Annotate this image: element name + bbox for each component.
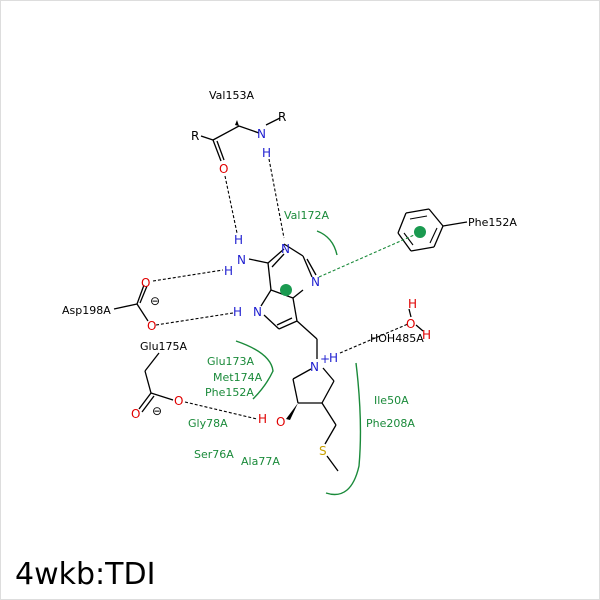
atom-charge-glu175: ⊖	[152, 404, 162, 418]
ring-centroid-phe152	[414, 226, 426, 238]
atom-s: S	[319, 444, 327, 458]
atom-h-water-2: H	[422, 328, 431, 342]
residue-ala77: Ala77A	[241, 455, 280, 468]
diagram-title: 4wkb:TDI	[15, 557, 155, 592]
hydrophobic-arcs	[235, 230, 362, 496]
residue-ile50: Ile50A	[374, 394, 409, 407]
residue-phe152-top: Phe152A	[468, 216, 517, 229]
atom-n-amine: N	[237, 253, 246, 267]
atom-n-val153: N	[257, 127, 266, 141]
atom-o-asp198-2: O	[147, 319, 156, 333]
residue-hoh485: HOH485A	[370, 332, 424, 345]
residue-ser76: Ser76A	[194, 448, 234, 461]
ring-centroid-ligand	[280, 284, 292, 296]
phe152-aromatic-ring	[403, 215, 438, 246]
residue-met174: Met174A	[213, 371, 263, 384]
residue-asp198: Asp198A	[62, 304, 111, 317]
wedge-bond-val153	[235, 120, 239, 126]
hydrogen-bonds	[152, 158, 409, 420]
atom-h-pyrrole: H	[233, 305, 242, 319]
residue-gly78: Gly78A	[188, 417, 228, 430]
wedge-bond-oh	[286, 403, 298, 420]
atom-r-val153-n: R	[278, 110, 286, 124]
residue-val172: Val172A	[284, 209, 329, 222]
residue-glu173: Glu173A	[207, 355, 255, 368]
atom-o-glu175-1: O	[131, 407, 140, 421]
atom-h-water-1: H	[408, 297, 417, 311]
atom-n-pyrrole: N	[253, 305, 262, 319]
atom-o-asp198-1: O	[141, 276, 150, 290]
residue-glu175: Glu175A	[140, 340, 188, 353]
atom-n1: N	[281, 242, 290, 256]
atom-plus-charge: +	[320, 352, 330, 366]
atom-r-val153: R	[191, 129, 199, 143]
atom-n2: N	[311, 275, 320, 289]
atom-o-glu175-2: O	[174, 394, 183, 408]
residue-phe208: Phe208A	[366, 417, 415, 430]
atom-o-hydroxyl: O	[276, 415, 285, 429]
residue-val153: Val153A	[209, 89, 254, 102]
atom-h-hydroxyl: H	[258, 412, 267, 426]
pi-stacking-line	[318, 231, 422, 278]
ligand-bonds	[113, 117, 468, 472]
atom-n-pyrrolidinium: N	[310, 360, 319, 374]
atom-charge-asp198: ⊖	[150, 294, 160, 308]
atom-h-pyrrolidinium: H	[329, 351, 338, 365]
atom-o-val153: O	[219, 162, 228, 176]
atom-h-amine-2: H	[224, 264, 233, 278]
atom-o-water: O	[406, 317, 415, 331]
residue-phe152-bottom: Phe152A	[205, 386, 254, 399]
atom-h-amine-1: H	[234, 233, 243, 247]
atom-h-val153: H	[262, 146, 271, 160]
